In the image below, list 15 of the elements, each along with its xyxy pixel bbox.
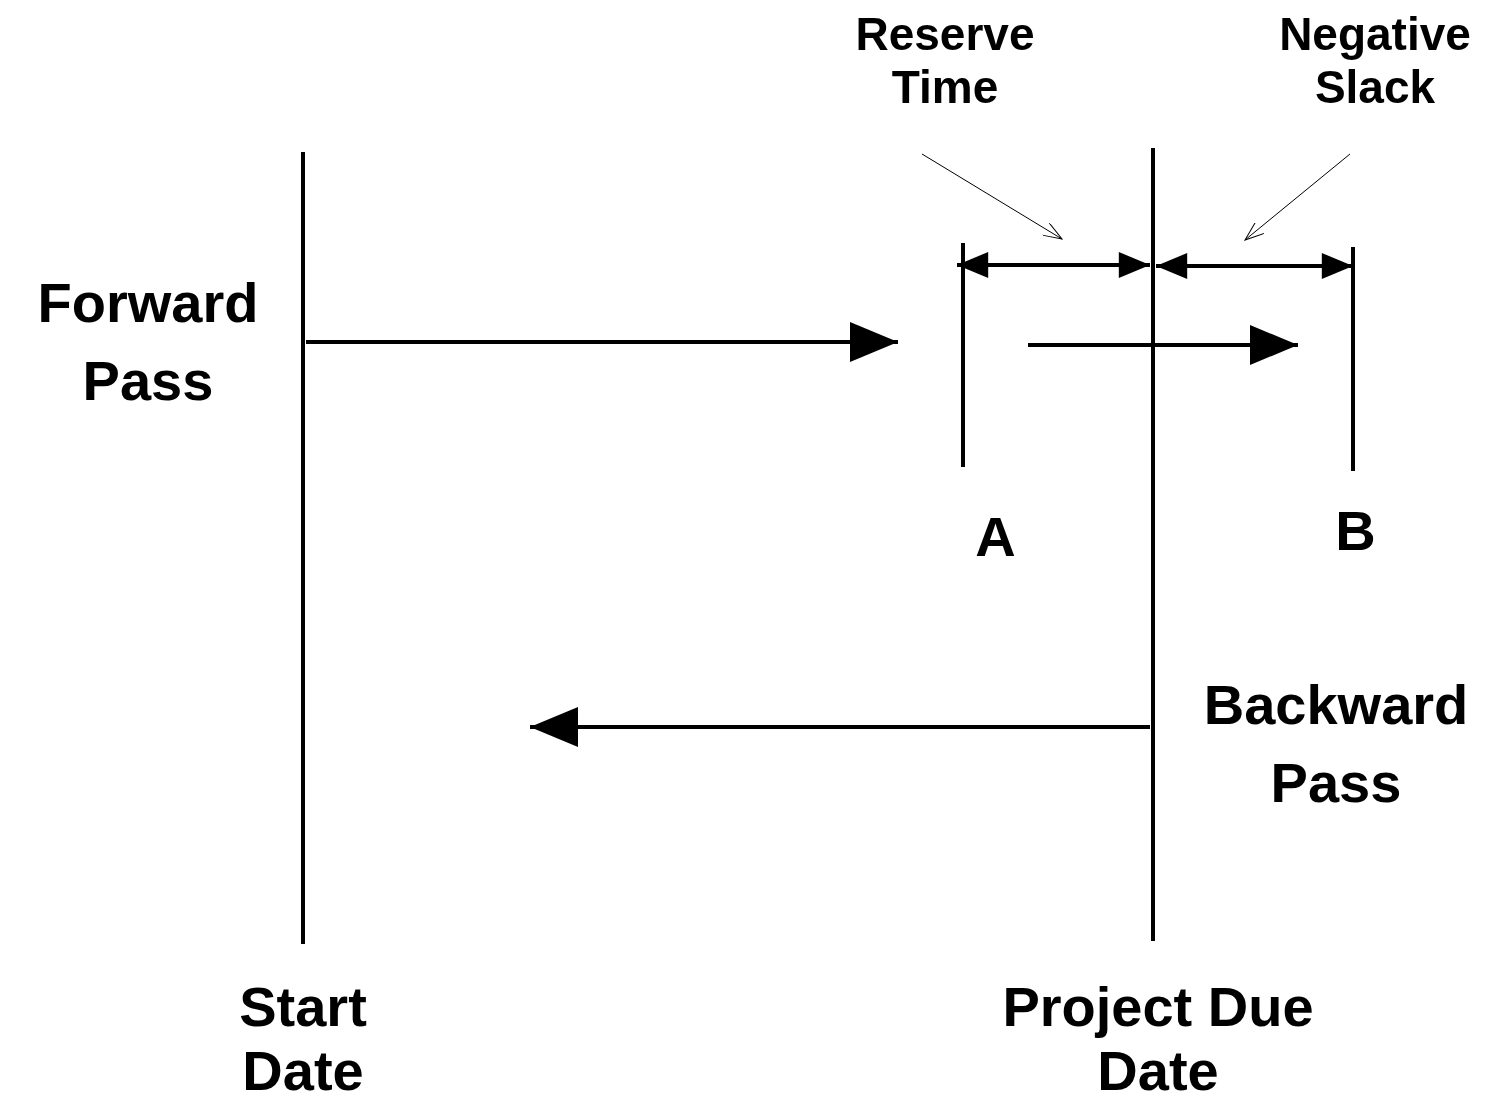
arrow xyxy=(530,707,1150,747)
marker-label: B xyxy=(1334,499,1377,564)
marker-label: A xyxy=(974,505,1017,570)
arrow xyxy=(306,322,898,362)
arrow xyxy=(957,252,1150,278)
marker-label: Project Due Date xyxy=(1001,975,1315,1104)
marker-label: Start Date xyxy=(238,975,368,1104)
leader-line xyxy=(921,153,1063,240)
pass-label: Backward Pass xyxy=(1202,672,1470,817)
arrow xyxy=(1156,253,1353,279)
arrow xyxy=(1028,325,1298,365)
callout-text: Reserve Time xyxy=(830,8,1060,114)
pass-label: Forward Pass xyxy=(36,270,260,415)
callout-text: Negative Slack xyxy=(1250,8,1500,114)
leader-line xyxy=(1244,153,1351,241)
